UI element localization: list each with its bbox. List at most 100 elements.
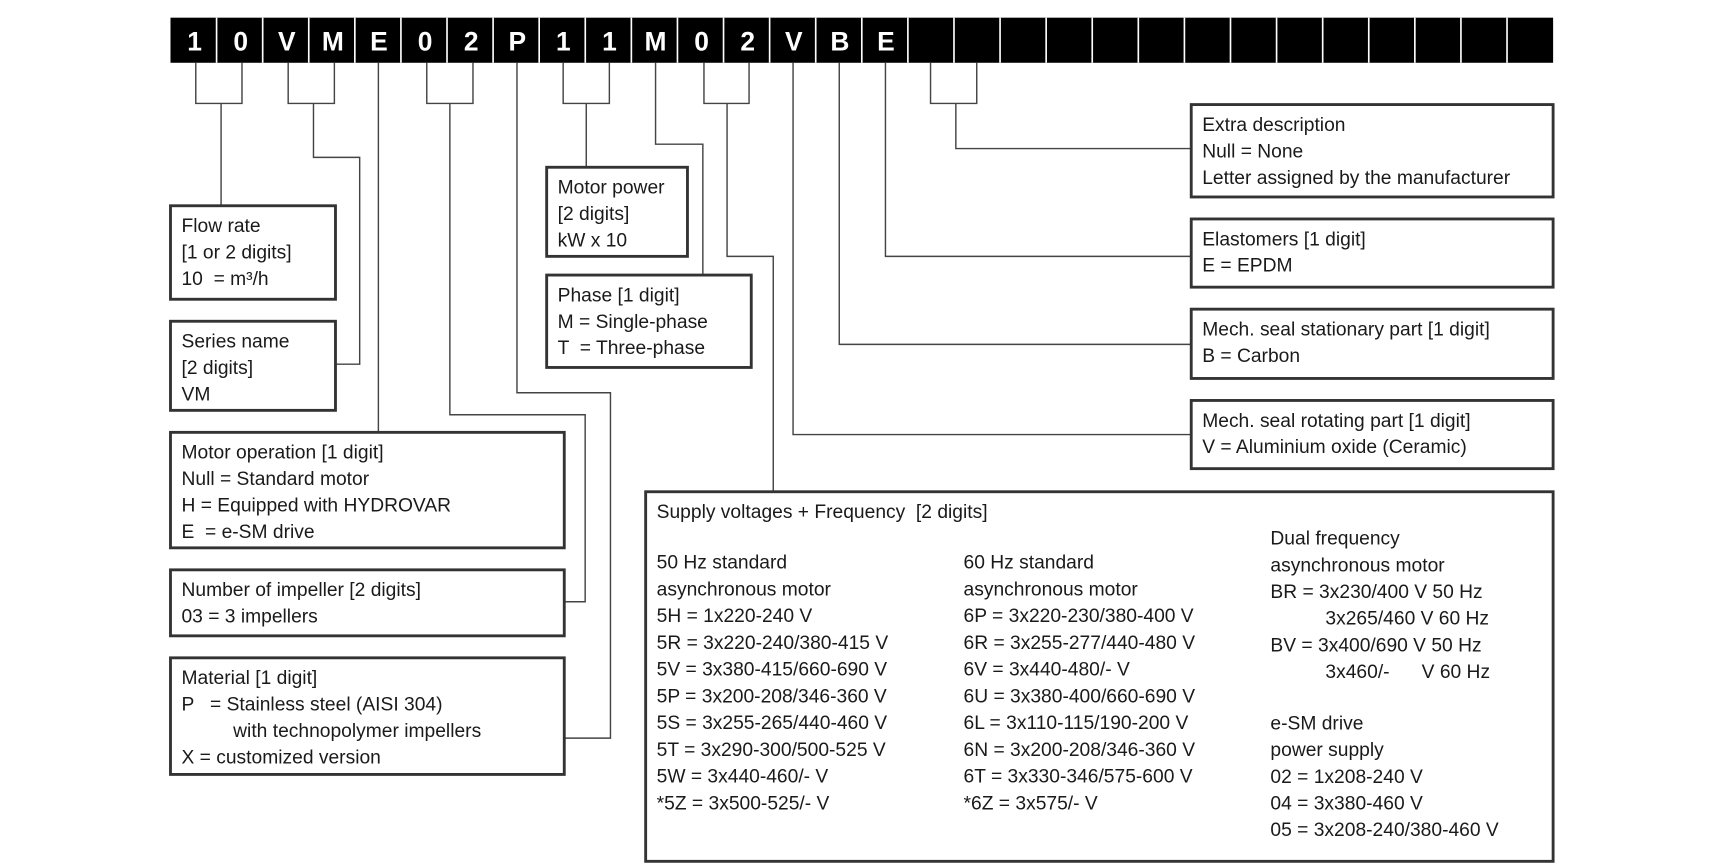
box-frame — [1189, 399, 1555, 471]
code-character: 2 — [740, 27, 755, 57]
voltage-code: BR = 3x230/400 V 50 Hz — [1270, 582, 1482, 603]
box-title: Extra description — [1202, 115, 1345, 136]
code-character: 1 — [187, 27, 202, 57]
voltage-code: 6U = 3x380-400/660-690 V — [964, 686, 1196, 707]
column-heading: Dual frequency — [1270, 529, 1400, 550]
connector-flow-rate — [195, 62, 243, 206]
voltage-code: 6P = 3x220-230/380-400 V — [964, 606, 1194, 627]
supply-voltage-box: Supply voltages + Frequency [2 digits] 50… — [644, 490, 1555, 863]
connector-lines — [195, 62, 1192, 739]
voltage-code: 6N = 3x200-208/346-360 V — [964, 740, 1196, 761]
box-title: Number of impeller [2 digits] — [181, 580, 420, 601]
connector-series-name — [287, 62, 361, 365]
box-title: Mech. seal rotating part [1 digit] — [1202, 411, 1470, 432]
connector-seal-stationary — [838, 62, 1192, 346]
box-motor-power: Motor power [2 digits] kW x 10 — [545, 165, 689, 258]
box-title: Series name — [181, 332, 289, 353]
voltage-code: 05 = 3x208-240/380-460 V — [1270, 820, 1498, 841]
box-line: with technopolymer impellers — [232, 721, 481, 742]
voltage-code: 5T = 3x290-300/500-525 V — [657, 740, 886, 761]
code-character: V — [278, 27, 296, 57]
box-title: Phase [1 digit] — [558, 285, 680, 306]
box-motor-operation: Motor operation [1 digit] Null = Standard… — [169, 430, 566, 550]
connector-extra — [929, 62, 1192, 150]
box-series-name: Series name[2 digits]VM — [169, 319, 337, 412]
box-title: Flow rate — [181, 216, 260, 237]
code-character: 0 — [418, 27, 433, 57]
column-heading: 50 Hz standard — [657, 553, 787, 574]
box-line: E = e-SM drive — [181, 522, 314, 543]
box-frame — [1189, 103, 1555, 199]
code-character: P — [508, 27, 526, 57]
description-boxes: Flow rate [1 or 2 digits] 10 = m³/hSeries … — [169, 103, 1555, 776]
voltage-code: BV = 3x400/690 V 50 Hz — [1270, 635, 1481, 656]
voltage-code: *5Z = 3x500-525/- V — [657, 793, 830, 814]
box-frame — [1189, 307, 1555, 380]
code-character: M — [322, 27, 344, 57]
box-frame — [169, 568, 566, 638]
box-frame — [169, 204, 337, 301]
box-line: kW x 10 — [558, 230, 627, 251]
box-title: Motor operation [1 digit] — [181, 443, 383, 464]
connector-impeller — [426, 62, 586, 603]
column-heading: asynchronous motor — [964, 579, 1139, 600]
box-line: [2 digits] — [181, 358, 253, 379]
voltage-code: 6L = 3x110-115/190-200 V — [964, 713, 1189, 734]
box-seal-rotating: Mech. seal rotating part [1 digit]V = Al… — [1189, 399, 1555, 471]
voltage-code: 6R = 3x255-277/440-480 V — [964, 633, 1196, 654]
box-line: [2 digits] — [558, 204, 630, 225]
box-flow-rate: Flow rate [1 or 2 digits] 10 = m³/h — [169, 204, 337, 301]
code-character: M — [645, 27, 667, 57]
box-line: Null = None — [1202, 141, 1303, 162]
box-line: Null = Standard motor — [181, 469, 369, 490]
box-title: Mech. seal stationary part [1 digit] — [1202, 320, 1490, 341]
box-frame — [545, 165, 689, 258]
connector-material — [516, 62, 612, 739]
voltage-code: 6T = 3x330-346/575-600 V — [964, 767, 1193, 788]
supply-title: Supply voltages + Frequency [2 digits] — [657, 502, 988, 523]
voltage-code: 02 = 1x208-240 V — [1270, 767, 1423, 788]
voltage-code: 5W = 3x440-460/- V — [657, 767, 829, 788]
box-frame — [545, 273, 753, 369]
column-heading: 60 Hz standard — [964, 553, 1094, 574]
box-title: Material [1 digit] — [181, 668, 317, 689]
code-character: 0 — [233, 27, 248, 57]
column-60hz: 60 Hz standard asynchronous motor 6P = 3x2… — [964, 553, 1196, 815]
voltage-code: 3x460/- V 60 Hz — [1325, 662, 1490, 683]
box-line: P = Stainless steel (AISI 304) — [181, 695, 442, 716]
voltage-code: 6V = 3x440-480/- V — [964, 660, 1130, 681]
code-character: E — [877, 27, 895, 57]
supply-box-frame — [644, 490, 1555, 863]
voltage-code: 5R = 3x220-240/380-415 V — [657, 633, 889, 654]
box-frame — [169, 430, 566, 550]
code-character: E — [370, 27, 388, 57]
box-elastomers: Elastomers [1 digit]E = EPDM — [1189, 217, 1555, 289]
box-title: Motor power — [558, 178, 665, 199]
voltage-code: *6Z = 3x575/- V — [964, 793, 1098, 814]
code-character: V — [785, 27, 803, 57]
box-line: H = Equipped with HYDROVAR — [181, 496, 451, 517]
box-line: M = Single-phase — [558, 312, 708, 333]
voltage-code: 5P = 3x200-208/346-360 V — [657, 686, 887, 707]
voltage-code: 5V = 3x380-415/660-690 V — [657, 660, 888, 681]
box-line: [1 or 2 digits] — [181, 243, 291, 264]
box-line: 10 = m³/h — [181, 269, 268, 290]
code-character: 1 — [602, 27, 617, 57]
box-line: X = customized version — [181, 747, 380, 768]
box-frame — [1189, 217, 1555, 289]
code-character: 1 — [556, 27, 571, 57]
code-character: B — [830, 27, 849, 57]
voltage-code: 5H = 1x220-240 V — [657, 606, 813, 627]
voltage-code: 3x265/460 V 60 Hz — [1325, 609, 1489, 630]
box-title: Elastomers [1 digit] — [1202, 229, 1366, 250]
code-character: 2 — [464, 27, 479, 57]
connector-elastomers — [884, 62, 1192, 258]
box-frame — [169, 319, 337, 412]
code-character: 0 — [694, 27, 709, 57]
